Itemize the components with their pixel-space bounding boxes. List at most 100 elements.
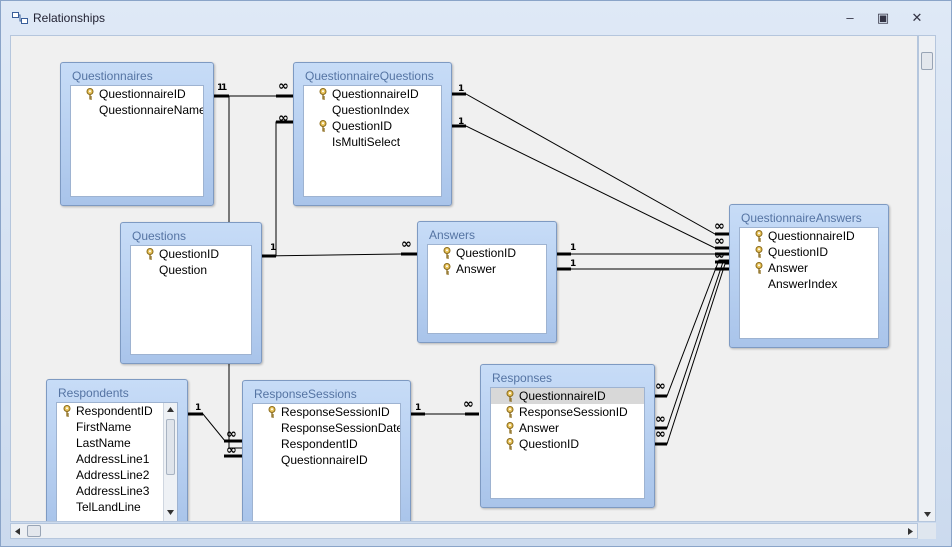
field-list[interactable]: QuestionnaireID QuestionnaireName <box>70 85 204 197</box>
field-row[interactable]: FirstName <box>57 419 177 435</box>
field-name: QuestionID <box>332 119 393 133</box>
field-row[interactable]: QuestionID <box>304 118 441 134</box>
field-row[interactable]: ResponseSessionDate <box>253 420 400 436</box>
relationships-canvas[interactable]: 1 1 ∞ ∞ 1 ∞ 1 1 ∞ ∞ ∞ 1 1 1 ∞ ∞ 1 ∞ ∞ ∞ … <box>10 35 918 522</box>
horizontal-scroll-thumb[interactable] <box>27 525 41 537</box>
field-row[interactable]: RespondentID <box>253 436 400 452</box>
field-name: RespondentID <box>76 404 153 418</box>
field-name: ResponseSessionID <box>281 405 390 419</box>
key-icon <box>86 88 94 100</box>
card-many: ∞ <box>655 412 666 427</box>
field-name: QuestionID <box>456 246 517 260</box>
scroll-down-icon[interactable] <box>167 510 174 515</box>
table-title[interactable]: Respondents <box>58 386 129 400</box>
card-one: 1 <box>570 243 577 253</box>
table-title[interactable]: QuestionnaireAnswers <box>741 211 862 225</box>
field-row[interactable]: AddressLine1 <box>57 451 177 467</box>
table-questions[interactable]: Questions QuestionID Question <box>120 222 262 364</box>
field-row-selected[interactable]: QuestionnaireID <box>491 388 644 404</box>
rel-responses-qa-1 <box>655 259 729 397</box>
field-row[interactable]: Answer <box>491 420 644 436</box>
field-row[interactable]: QuestionnaireID <box>740 228 878 244</box>
field-row[interactable]: QuestionID <box>740 244 878 260</box>
field-scrollbar[interactable] <box>163 403 177 521</box>
close-button[interactable]: ✕ <box>911 10 923 25</box>
field-row[interactable]: ResponseSessionID <box>253 404 400 420</box>
field-row[interactable]: Answer <box>740 260 878 276</box>
table-answers[interactable]: Answers QuestionID Answer <box>417 221 557 343</box>
field-row[interactable]: QuestionIndex <box>304 102 441 118</box>
field-name: QuestionIndex <box>332 103 410 117</box>
table-title[interactable]: QuestionnaireQuestions <box>305 69 434 83</box>
scroll-up-icon[interactable] <box>167 407 174 412</box>
relationship-lines <box>188 92 729 458</box>
card-one: 1 <box>270 243 277 253</box>
field-row[interactable]: QuestionID <box>491 436 644 452</box>
field-list[interactable]: QuestionnaireID ResponseSessionID Answer… <box>490 387 645 499</box>
field-row[interactable]: LastName <box>57 435 177 451</box>
field-row[interactable]: IsMultiSelect <box>304 134 441 150</box>
table-responses[interactable]: Responses QuestionnaireID ResponseSessio… <box>480 364 655 508</box>
table-title[interactable]: Answers <box>429 228 476 242</box>
field-name: Question <box>159 263 208 277</box>
table-title[interactable]: Responses <box>492 371 553 385</box>
card-many: ∞ <box>655 379 666 394</box>
rel-questionnaires-sessions <box>228 96 242 449</box>
field-list[interactable]: QuestionnaireID QuestionID Answer Answer… <box>739 227 879 339</box>
field-row[interactable]: QuestionnaireID <box>304 86 441 102</box>
title-bar[interactable]: Relationships – ▣ ✕ <box>1 1 951 35</box>
scroll-thumb[interactable] <box>166 419 175 475</box>
field-name: AddressLine2 <box>76 468 150 482</box>
field-row[interactable]: Question <box>131 262 251 278</box>
table-title[interactable]: Questions <box>132 229 187 243</box>
field-row[interactable]: Answer <box>428 261 546 277</box>
field-row[interactable]: TelLandLine <box>57 499 177 515</box>
card-many: ∞ <box>655 427 666 442</box>
field-list[interactable]: QuestionID Question <box>130 245 252 355</box>
scroll-left-icon[interactable] <box>15 528 20 535</box>
field-name: FirstName <box>76 420 132 434</box>
field-list[interactable]: QuestionID Answer <box>427 244 547 334</box>
field-name: QuestionID <box>159 247 220 261</box>
key-icon <box>506 438 514 450</box>
maximize-button[interactable]: ▣ <box>876 10 890 25</box>
field-row[interactable]: QuestionID <box>428 245 546 261</box>
field-row[interactable]: QuestionnaireID <box>71 86 203 102</box>
table-questionnaire-questions[interactable]: QuestionnaireQuestions QuestionnaireID Q… <box>293 62 452 206</box>
card-one: 1 <box>415 403 422 413</box>
card-one: 1 <box>458 84 465 94</box>
table-questionnaires[interactable]: Questionnaires QuestionnaireID Questionn… <box>60 62 214 206</box>
table-title[interactable]: Questionnaires <box>72 69 153 83</box>
field-name: QuestionnaireID <box>281 453 368 467</box>
field-row[interactable]: AddressLine3 <box>57 483 177 499</box>
card-many: ∞ <box>463 397 474 412</box>
vertical-scroll-thumb[interactable] <box>921 52 933 70</box>
field-row[interactable]: RespondentID <box>57 403 177 419</box>
table-response-sessions[interactable]: ResponseSessions ResponseSessionID Respo… <box>242 380 411 521</box>
minimize-button[interactable]: – <box>846 10 854 25</box>
card-many: ∞ <box>714 248 725 263</box>
table-title[interactable]: ResponseSessions <box>254 387 357 401</box>
field-row[interactable]: QuestionID <box>131 246 251 262</box>
relationships-icon <box>12 12 28 24</box>
field-list[interactable]: RespondentID FirstName LastName AddressL… <box>56 402 178 521</box>
key-icon <box>63 405 71 417</box>
field-list[interactable]: ResponseSessionID ResponseSessionDate Re… <box>252 403 401 521</box>
field-row[interactable]: QuestionnaireID <box>253 452 400 468</box>
field-name: LastName <box>76 436 131 450</box>
field-row[interactable]: ResponseSessionID <box>491 404 644 420</box>
key-icon <box>755 246 763 258</box>
table-questionnaire-answers[interactable]: QuestionnaireAnswers QuestionnaireID Que… <box>729 204 889 348</box>
field-row[interactable]: AnswerIndex <box>740 276 878 292</box>
horizontal-scrollbar[interactable] <box>10 523 918 539</box>
scroll-right-icon[interactable] <box>908 528 913 535</box>
field-row[interactable]: QuestionnaireName <box>71 102 203 118</box>
field-list[interactable]: QuestionnaireID QuestionIndex QuestionID… <box>303 85 442 197</box>
card-one: 1 <box>195 403 202 413</box>
vertical-scrollbar[interactable] <box>918 35 936 522</box>
field-row[interactable]: AddressLine2 <box>57 467 177 483</box>
field-name: TelLandLine <box>76 500 141 514</box>
scroll-down-icon[interactable] <box>924 512 931 517</box>
table-respondents[interactable]: Respondents RespondentID FirstName LastN… <box>46 379 188 521</box>
